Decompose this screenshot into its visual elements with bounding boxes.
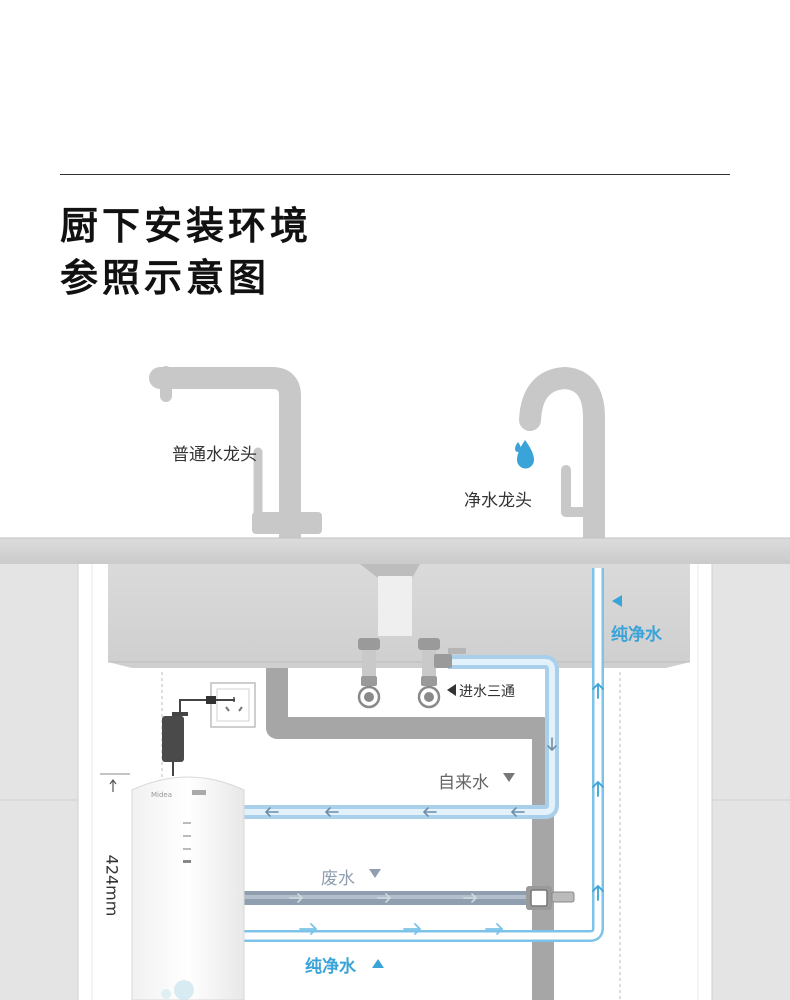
tee-label-arrow	[447, 684, 456, 696]
pure-water-bottom-marker	[372, 959, 384, 968]
svg-text:Midea: Midea	[151, 791, 172, 799]
power-adapter-icon	[162, 696, 235, 776]
pure-water-bottom-label: 纯净水	[305, 957, 356, 977]
pure-water-pipe	[244, 568, 604, 942]
waste-water-label: 废水	[321, 869, 355, 889]
tap-water-marker	[503, 773, 515, 782]
pure-water-top-arrow	[612, 595, 622, 607]
header-rule	[60, 174, 730, 175]
normal-faucet	[149, 366, 322, 551]
height-dimension	[100, 773, 130, 792]
tap-water-label: 自来水	[438, 773, 489, 793]
pure-faucet	[519, 367, 605, 551]
drain-pipe	[266, 668, 554, 1000]
waste-clamp	[526, 886, 575, 910]
angle-valve-left	[357, 638, 381, 709]
pure-water-up-arrows	[592, 682, 604, 901]
tee-valve	[417, 638, 466, 709]
water-drop-icon	[517, 440, 534, 469]
pure-water-right-arrows	[299, 923, 504, 935]
title-line-2: 参照示意图	[60, 256, 271, 300]
normal-faucet-label: 普通水龙头	[172, 445, 257, 465]
height-label: 424mm	[102, 854, 122, 917]
water-purifier: Midea	[131, 776, 245, 1000]
tee-valve-label: 进水三通	[459, 684, 515, 700]
power-outlet-icon	[210, 682, 256, 728]
title-line-1: 厨下安装环境	[60, 204, 313, 248]
waste-water-arrows	[289, 893, 478, 903]
countertop	[0, 538, 790, 564]
sink-basin	[108, 564, 690, 668]
waste-water-marker	[369, 869, 381, 878]
pure-faucet-label: 净水龙头	[464, 491, 532, 511]
pure-water-top-label: 纯净水	[611, 625, 662, 645]
page-title: 厨下安装环境 参照示意图	[60, 200, 312, 304]
water-drop-icon-small	[515, 442, 521, 452]
tap-water-arrows	[264, 737, 557, 817]
